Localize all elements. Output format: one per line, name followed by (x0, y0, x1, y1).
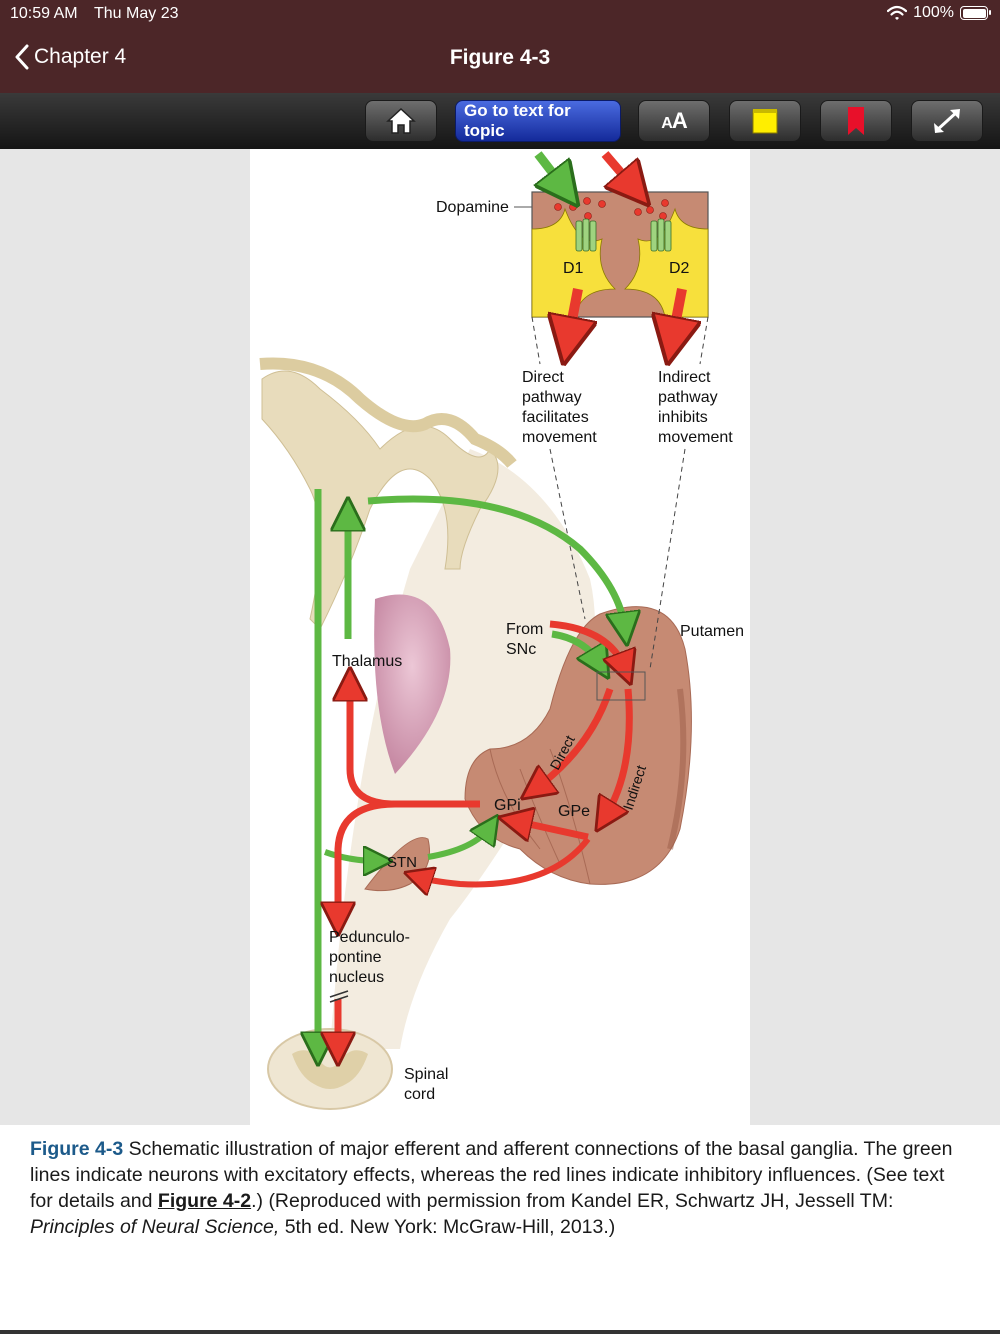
back-label: Chapter 4 (34, 45, 127, 68)
label-direct-3: facilitates (522, 409, 589, 426)
status-time: 10:59 AM (10, 5, 78, 22)
label-indirect-4: movement (658, 429, 733, 446)
label-ppn-2: pontine (329, 949, 382, 966)
note-icon (752, 109, 778, 134)
figure-caption: Figure 4-3 Schematic illustration of maj… (30, 1136, 970, 1240)
bottom-divider (0, 1330, 1000, 1334)
top-bar: 10:59 AM Thu May 23 100% Chapter 4 Figur… (0, 0, 1000, 93)
thalamus-shape (374, 594, 451, 774)
caption-text-2: .) (Reproduced with permission from Kand… (251, 1190, 894, 1212)
label-direct-1: Direct (522, 369, 564, 386)
bookmark-icon (848, 107, 864, 135)
home-icon (386, 107, 416, 134)
caption-figure-link[interactable]: Figure 4-2 (157, 1190, 252, 1212)
label-stn: STN (387, 854, 417, 871)
label-dopamine: Dopamine (436, 199, 509, 216)
content-area: Dopamine D1 D2 Direct pathway facilitate… (0, 149, 1000, 1125)
status-indicators: 100% (887, 4, 991, 22)
label-d2: D2 (669, 260, 690, 277)
back-button[interactable]: Chapter 4 (14, 44, 126, 70)
caption-text-3: 5th ed. New York: McGraw-Hill, 2013.) (279, 1216, 616, 1238)
bookmark-button[interactable] (820, 100, 892, 142)
caption-text-1: Schematic illustration of major efferent… (30, 1138, 953, 1212)
label-ppn-1: Pedunculo- (329, 929, 410, 946)
brainstem-shape (330, 449, 595, 1049)
label-indirect-3: inhibits (658, 409, 708, 426)
label-from-1: From (506, 621, 543, 638)
expand-icon (934, 109, 960, 133)
font-size-icon: AA (661, 108, 687, 133)
chevron-left-icon (15, 44, 29, 70)
label-gpi: GPi (494, 797, 521, 814)
label-spinal-1: Spinal (404, 1066, 448, 1083)
toolbar: Go to text for topic AA (0, 93, 1000, 149)
page-title: Figure 4-3 (449, 46, 551, 69)
label-indirect-2: pathway (658, 389, 718, 406)
home-button[interactable] (365, 100, 437, 142)
caption-book-title: Principles of Neural Science, (30, 1216, 280, 1238)
label-ppn-3: nucleus (329, 969, 384, 986)
font-size-button[interactable]: AA (638, 100, 710, 142)
battery-percent: 100% (913, 4, 954, 21)
note-button[interactable] (729, 100, 801, 142)
basal-ganglia-diagram: Dopamine D1 D2 Direct pathway facilitate… (259, 151, 744, 1110)
figure-image: Dopamine D1 D2 Direct pathway facilitate… (250, 149, 750, 1125)
label-direct-4: movement (522, 429, 597, 446)
label-spinal-2: cord (404, 1086, 435, 1103)
go-to-text-button[interactable]: Go to text for topic (455, 100, 621, 142)
label-d1: D1 (563, 260, 584, 277)
label-direct-2: pathway (522, 389, 582, 406)
label-putamen: Putamen (680, 623, 744, 640)
expand-button[interactable] (911, 100, 983, 142)
caption-label: Figure 4-3 (30, 1138, 124, 1160)
status-date: Thu May 23 (94, 5, 179, 22)
label-thalamus: Thalamus (332, 653, 402, 670)
label-from-2: SNc (506, 641, 536, 658)
wifi-icon (887, 5, 908, 20)
battery-icon (960, 6, 991, 20)
label-gpe: GPe (558, 803, 590, 820)
label-indirect-1: Indirect (658, 369, 711, 386)
